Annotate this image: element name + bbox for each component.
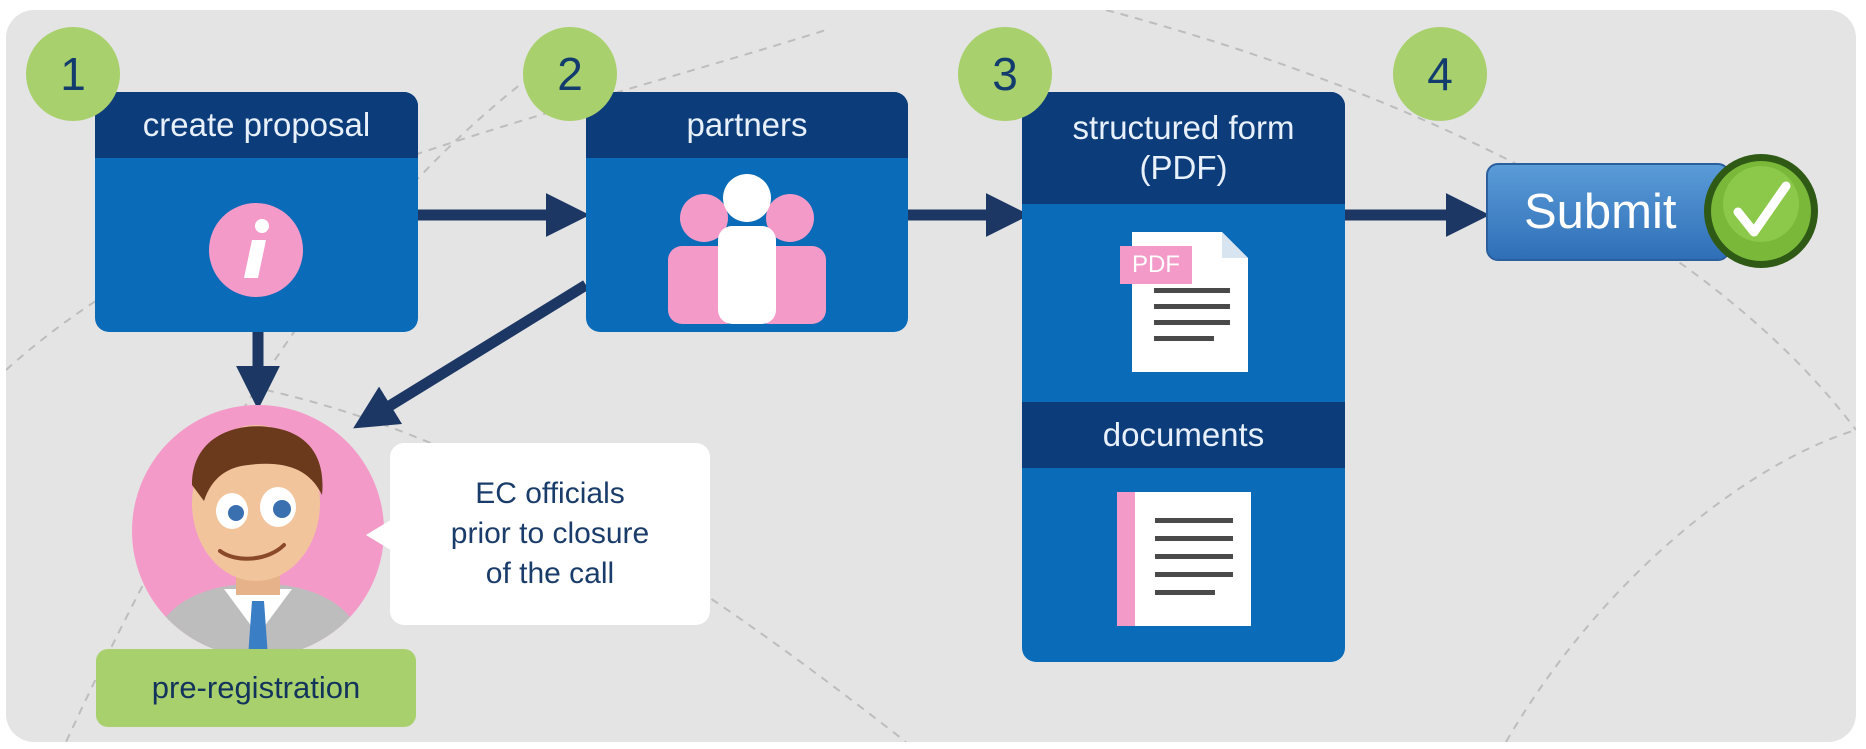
submit-button[interactable]: Submit <box>1486 163 1730 261</box>
arrow-2-to-prereg <box>353 280 589 429</box>
pre-registration-label: pre-registration <box>96 649 416 727</box>
step-3-badge: 3 <box>958 27 1052 121</box>
document-icon <box>1117 492 1251 631</box>
step-1-box: create proposal <box>95 92 418 332</box>
pdf-tag: PDF <box>1132 251 1180 278</box>
step-1-badge: 1 <box>26 27 120 121</box>
note-line-2: prior to closure <box>450 517 650 550</box>
pdf-document-icon <box>1120 232 1254 377</box>
official-avatar-icon <box>128 405 388 662</box>
step-2-box: partners <box>586 92 908 332</box>
note-line-3: of the call <box>485 557 615 590</box>
info-icon <box>208 202 304 303</box>
step-3-title-line-2: (PDF) <box>1139 149 1228 186</box>
note-bubble: EC officials prior to closure of the cal… <box>390 443 710 625</box>
step-2-badge: 2 <box>523 27 617 121</box>
step-3-title-line-1: structured form <box>1072 109 1295 146</box>
step-3-documents-label: documents <box>1022 402 1345 468</box>
people-icon <box>668 174 826 329</box>
note-line-1: EC officials <box>475 477 625 510</box>
step-3-title: structured form (PDF) <box>1022 92 1345 204</box>
note-bubble-tail <box>366 518 394 552</box>
submit-button-label: Submit <box>1524 185 1677 239</box>
step-3-box: structured form (PDF) PDF documents <box>1022 92 1345 662</box>
step-2-title: partners <box>586 92 908 158</box>
step-4-badge: 4 <box>1393 27 1487 121</box>
check-icon <box>1702 152 1820 270</box>
step-1-title: create proposal <box>95 92 418 158</box>
